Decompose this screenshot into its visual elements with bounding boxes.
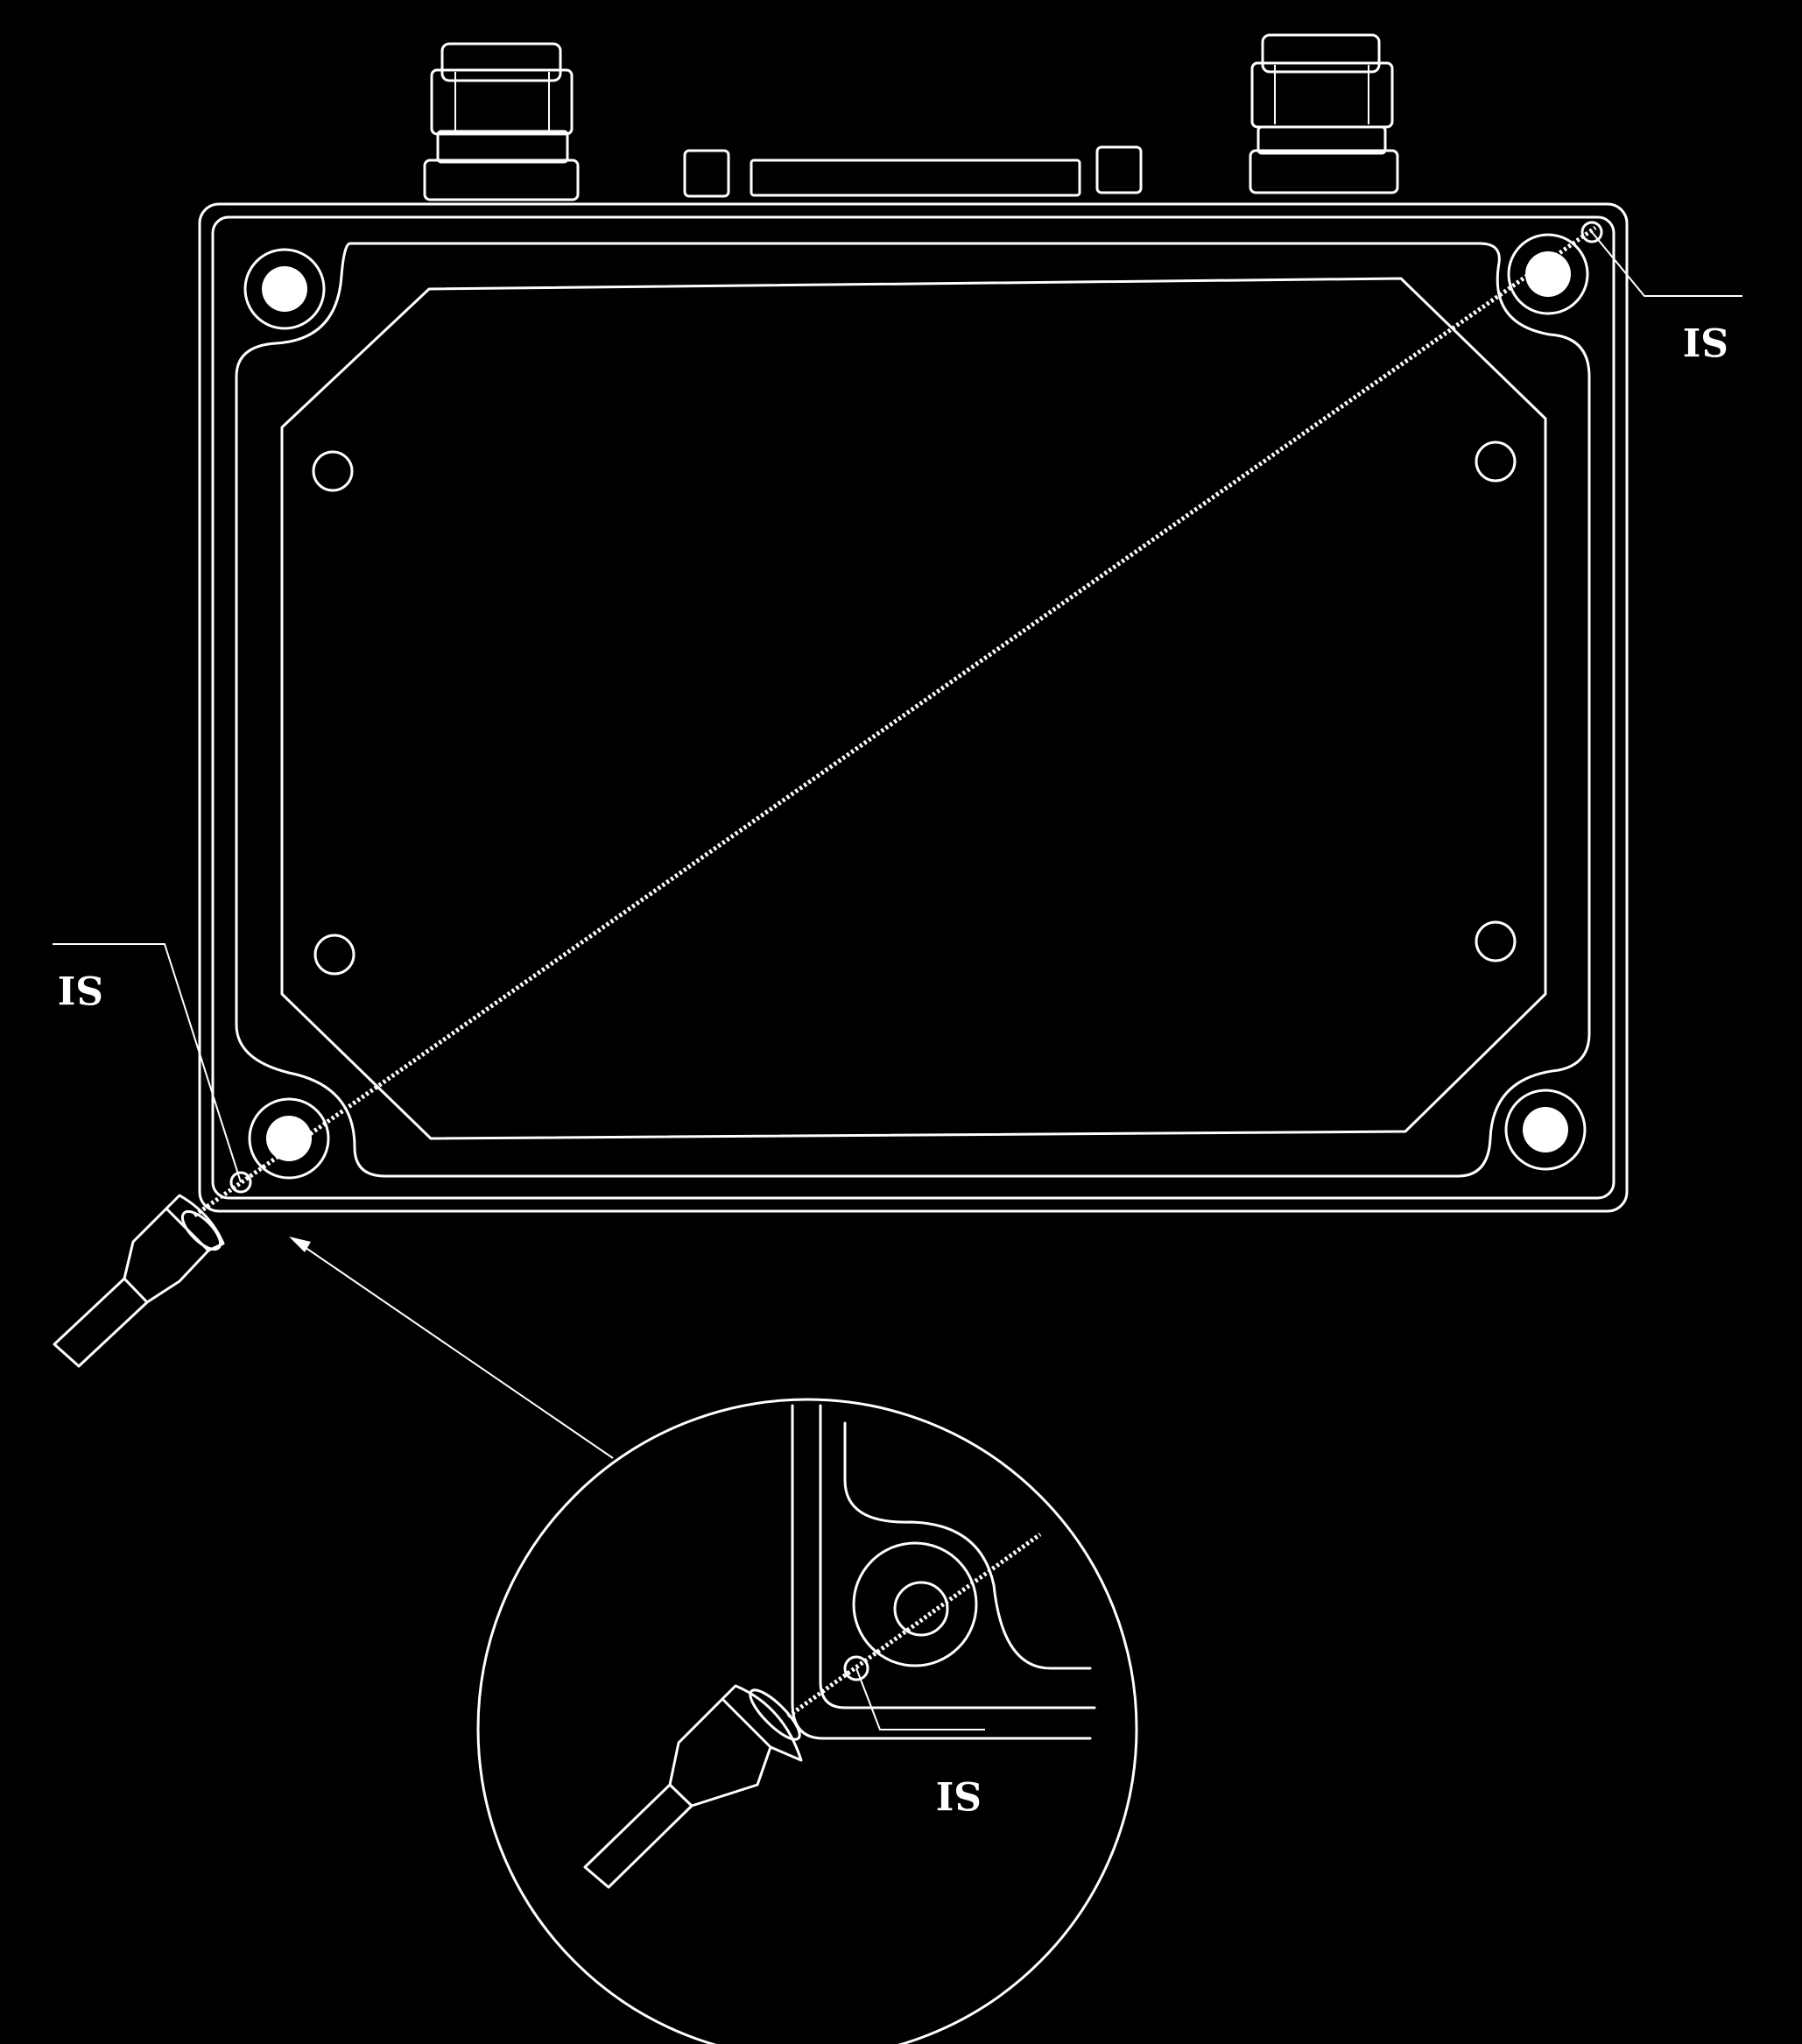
top-connector [683,145,1143,198]
screw-boss-bottom-right [1504,1089,1587,1171]
mounting-hole [1475,920,1517,962]
seal-hole-top-right [1580,221,1603,243]
callout-label-top-right: SI [1683,319,1728,363]
screw-boss-top-left [243,248,326,330]
detail-leader [289,1237,614,1459]
detail-view [476,1398,1138,2044]
callout-leaders [53,231,1742,1183]
enclosure-body [198,202,1629,1213]
cable-gland-left [423,42,580,201]
seal-hole-bottom-left [229,1171,252,1194]
cable-gland-right [1249,33,1399,194]
callout-label-detail: SI [936,1773,982,1817]
crimp-seal-tool [53,1194,225,1368]
mounting-hole [1475,441,1517,483]
mounting-hole [313,934,355,976]
screw-boss-top-right [1507,233,1589,315]
seal-wire [193,225,1597,1218]
mounting-hole [312,450,354,492]
screw-boss-bottom-left [248,1097,330,1180]
callout-label-left: SI [58,967,103,1011]
